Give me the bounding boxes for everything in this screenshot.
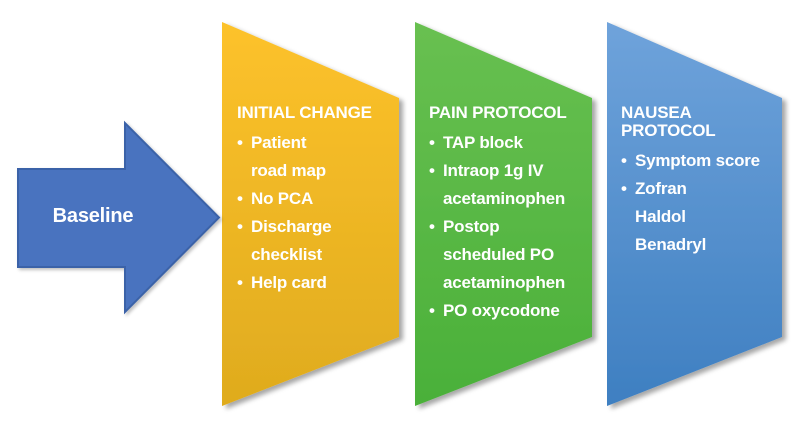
bullet-icon: • xyxy=(621,179,627,198)
list-item-text: scheduled PO xyxy=(443,245,554,264)
list-item-text: Benadryl xyxy=(635,235,707,254)
panel-shape-initial-change xyxy=(222,22,399,406)
bullet-icon: • xyxy=(237,273,243,292)
panel-shape-nausea-protocol xyxy=(607,22,782,406)
list-item-text: Postop xyxy=(443,217,500,236)
list-item: • Help card xyxy=(237,269,393,297)
list-item: Benadryl xyxy=(621,231,773,259)
list-item: Haldol xyxy=(621,203,773,231)
panel-pain-protocol: PAIN PROTOCOL •TAP block •Intraop 1g IV … xyxy=(429,104,587,325)
panel-nausea-protocol: NAUSEA PROTOCOL • Symptom score • Zofran H… xyxy=(621,104,773,259)
list-item: acetaminophen xyxy=(429,269,587,297)
list-item-text: PO oxycodone xyxy=(443,301,560,320)
list-item-text: Patient xyxy=(251,133,307,152)
bullet-icon: • xyxy=(237,217,243,236)
list-item-text: Zofran xyxy=(635,179,687,198)
bullet-icon: • xyxy=(429,217,435,236)
list-item: • Postop xyxy=(429,213,587,241)
panel-title-line: PROTOCOL xyxy=(621,121,716,140)
panel-title-line: PAIN PROTOCOL xyxy=(429,103,567,122)
list-item: • TAP block xyxy=(429,129,587,157)
list-item: checklist xyxy=(237,241,393,269)
list-item: • Discharge xyxy=(237,213,393,241)
list-item-text: checklist xyxy=(251,245,322,264)
list-item: • PO oxycodone xyxy=(429,297,587,325)
list-item-text: road map xyxy=(251,161,326,180)
list-item: • Intraop 1g IV xyxy=(429,157,587,185)
bullet-icon: • xyxy=(429,133,435,152)
baseline-arrow-shape xyxy=(17,120,221,315)
baseline-arrow-label: Baseline xyxy=(52,205,134,227)
list-item-text: Intraop 1g IV xyxy=(443,161,544,180)
list-item-text: Help card xyxy=(251,273,327,292)
panel-title-line: NAUSEA xyxy=(621,103,692,122)
panel-list: • Symptom score • Zofran Haldol Benadryl xyxy=(621,147,773,259)
list-item: scheduled PO xyxy=(429,241,587,269)
list-item-text: Haldol xyxy=(635,207,686,226)
panel-list: •TAP block •Intraop 1g IV acetaminophen … xyxy=(429,129,587,325)
panel-shape-pain-protocol xyxy=(415,22,592,406)
list-item: road map xyxy=(237,157,393,185)
list-item: acetaminophen xyxy=(429,185,587,213)
list-item-text: acetaminophen xyxy=(443,273,566,292)
list-item-text: No PCA xyxy=(251,189,314,208)
panel-title-line: INITIAL CHANGE xyxy=(237,103,372,122)
list-item-text: acetaminophen xyxy=(443,189,566,208)
list-item: • Patient xyxy=(237,129,393,157)
panel-title: INITIAL CHANGE xyxy=(237,104,393,122)
panel-title: NAUSEA PROTOCOL xyxy=(621,104,773,140)
list-item: • No PCA xyxy=(237,185,393,213)
bullet-icon: • xyxy=(621,151,627,170)
bullet-icon: • xyxy=(429,161,435,180)
panel-initial-change: INITIAL CHANGE • Patient road map • No PCA… xyxy=(237,104,393,297)
list-item: • Zofran xyxy=(621,175,773,203)
list-item: • Symptom score xyxy=(621,147,773,175)
panel-list: • Patient road map • No PCA • Discharge che… xyxy=(237,129,393,297)
list-item-text: TAP block xyxy=(443,133,523,152)
list-item-text: Discharge xyxy=(251,217,332,236)
panel-title: PAIN PROTOCOL xyxy=(429,104,587,122)
bullet-icon: • xyxy=(237,133,243,152)
bullet-icon: • xyxy=(429,301,435,320)
bullet-icon: • xyxy=(237,189,243,208)
list-item-text: Symptom score xyxy=(635,151,760,170)
